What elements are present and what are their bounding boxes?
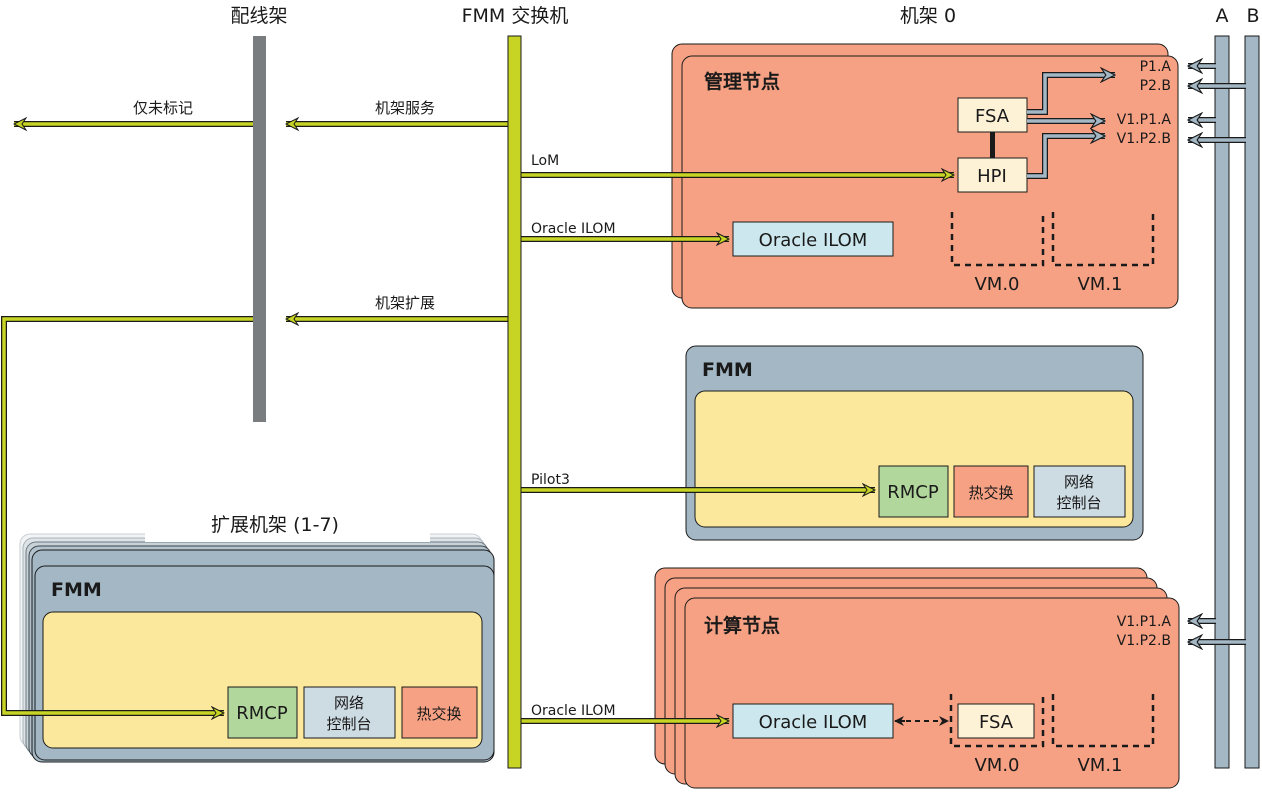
compute-vm1-frame [1051, 694, 1155, 748]
pilot3-label: Pilot3 [531, 472, 570, 488]
chassis0-header: 机架 0 [900, 5, 956, 27]
fmm-hotswap-box [953, 465, 1029, 518]
bus-b [1244, 35, 1260, 769]
fmm-switch-header: FMM 交换机 [462, 5, 569, 27]
mgmt-fsa-label: FSA [975, 106, 1010, 127]
fmm-rmcp-box [878, 465, 949, 518]
mgmt-vm0-frame [950, 212, 1045, 267]
compute-node-title: 计算节点 [704, 614, 780, 637]
chassis-services-label: 机架服务 [375, 99, 435, 117]
fmm-hotswap-label: 热交换 [968, 484, 1013, 502]
bus-b-header: B [1246, 5, 1259, 27]
lime-links [1, 124, 954, 721]
compute-vm0-frame [949, 694, 1045, 748]
oracle-ilom-compute-label: Oracle ILOM [531, 703, 616, 719]
mgmt-oracle-ilom-label: Oracle ILOM [759, 230, 868, 251]
fsa-hpi-link [990, 132, 995, 158]
bus-a [1214, 35, 1230, 769]
expansion-title-bg [145, 528, 430, 542]
untagged-only-label: 仅未标记 [133, 99, 193, 117]
fmm-netconsole-line1: 网络 [1064, 473, 1094, 491]
mgmt-port-p2b: P2.B [1140, 78, 1171, 94]
patch-panel-header: 配线架 [230, 5, 287, 27]
compute-port-v1p1a: V1.P1.A [1117, 614, 1172, 630]
compute-vm1-label: VM.1 [1077, 755, 1122, 776]
bus-links-compute [1188, 621, 1246, 642]
mgmt-port-v1p2b: V1.P2.B [1117, 131, 1171, 147]
expansion-netconsole-box [303, 686, 396, 739]
expansion-fmm-title: FMM [51, 579, 102, 601]
bus-a-header: A [1216, 5, 1229, 27]
oracle-ilom-mgmt-label: Oracle ILOM [531, 221, 616, 237]
mgmt-port-p1a: P1.A [1140, 59, 1172, 75]
fmm-rmcp-label: RMCP [887, 482, 939, 503]
compute-port-v1p2b: V1.P2.B [1117, 633, 1171, 649]
fmm-netconsole-box [1033, 465, 1126, 518]
mgmt-hpi-label: HPI [977, 166, 1007, 187]
expansion-rmcp-box [227, 686, 298, 739]
bus-links-mgmt [1188, 66, 1246, 140]
mgmt-vm1-label: VM.1 [1077, 274, 1122, 295]
expansion-hotswap-label: 热交换 [416, 705, 461, 723]
mgmt-internal-links [1027, 75, 1115, 179]
expansion-hotswap-box [401, 686, 478, 739]
expansion-rmcp-label: RMCP [236, 703, 288, 724]
compute-oracle-ilom-label: Oracle ILOM [759, 712, 868, 733]
expansion-title: 扩展机架 (1-7) [211, 514, 339, 536]
fmm-switch-bar [507, 35, 522, 769]
mgmt-vm0-label: VM.0 [974, 274, 1019, 295]
chassis-expansion-label: 机架扩展 [375, 294, 435, 312]
mgmt-port-v1p1a: V1.P1.A [1117, 112, 1172, 128]
compute-oracle-ilom-box [732, 703, 894, 739]
patch-panel-bar [253, 36, 266, 422]
expansion-netconsole-line1: 网络 [334, 694, 364, 712]
mgmt-oracle-ilom-box [732, 221, 894, 257]
compute-fsa-label: FSA [979, 712, 1014, 733]
lom-label: LoM [531, 153, 559, 169]
fmm-netconsole-line2: 控制台 [1056, 494, 1101, 512]
management-node-title: 管理节点 [704, 70, 780, 93]
fmm-main-title: FMM [702, 359, 753, 381]
compute-vm0-label: VM.0 [974, 755, 1019, 776]
expansion-netconsole-line2: 控制台 [326, 715, 371, 733]
mgmt-vm1-frame [1051, 212, 1155, 267]
compute-fsa-box [957, 703, 1035, 739]
